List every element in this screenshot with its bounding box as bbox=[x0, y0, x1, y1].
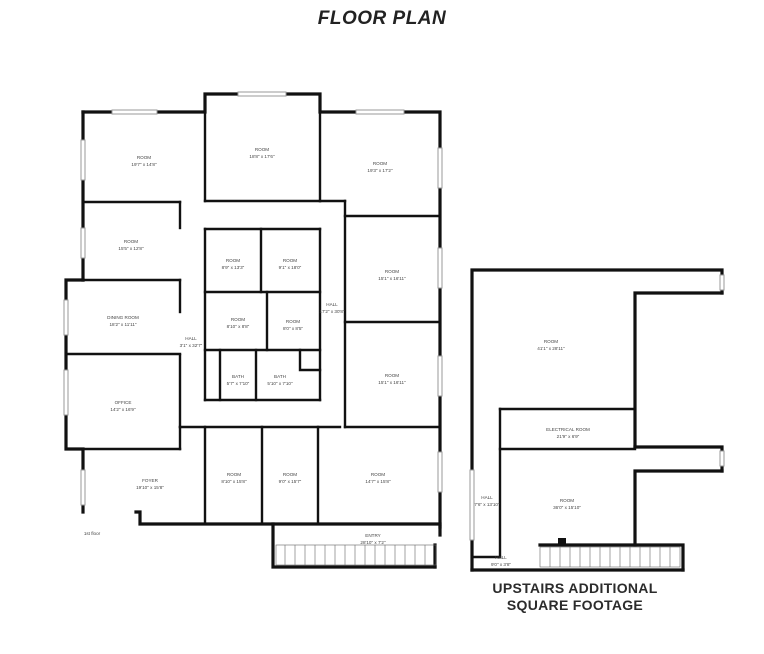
svg-text:ROOM: ROOM bbox=[385, 373, 399, 378]
svg-text:8'10" x 15'8": 8'10" x 15'8" bbox=[221, 479, 247, 484]
svg-text:15'1" x 16'11": 15'1" x 16'11" bbox=[378, 276, 406, 281]
svg-text:ROOM: ROOM bbox=[283, 472, 297, 477]
svg-text:ROOM: ROOM bbox=[226, 258, 240, 263]
room-label-up-room: ROOM 41'1" x 28'11" bbox=[537, 339, 565, 351]
room-label-dining-room: DINING ROOM 18'2" x 11'11" bbox=[107, 315, 139, 327]
windows bbox=[63, 91, 725, 541]
upstairs-caption-line-2: SQUARE FOOTAGE bbox=[506, 597, 644, 613]
room-label-room-e2: ROOM 15'1" x 16'11" bbox=[378, 373, 406, 385]
svg-text:21'9" x 6'9": 21'9" x 6'9" bbox=[557, 434, 580, 439]
svg-text:ELECTRICAL ROOM: ELECTRICAL ROOM bbox=[546, 427, 590, 432]
svg-text:HALL: HALL bbox=[495, 555, 507, 560]
room-label-hall-east: HALL 17'2" x 30'8" bbox=[319, 302, 345, 314]
svg-text:14'7" x 15'8": 14'7" x 15'8" bbox=[365, 479, 391, 484]
svg-text:19'3" x 17'2": 19'3" x 17'2" bbox=[367, 168, 393, 173]
room-label-room-c1: ROOM 8'9" x 13'3" bbox=[222, 258, 245, 270]
svg-text:15'1" x 16'11": 15'1" x 16'11" bbox=[378, 380, 406, 385]
floor-tag: 1st floor bbox=[84, 531, 101, 536]
svg-text:ENTRY: ENTRY bbox=[365, 533, 381, 538]
svg-text:41'1" x 28'11": 41'1" x 28'11" bbox=[537, 346, 565, 351]
svg-text:14'2" x 16'9": 14'2" x 16'9" bbox=[110, 407, 136, 412]
svg-text:8'10" x 8'8": 8'10" x 8'8" bbox=[227, 324, 250, 329]
room-label-room-c2: ROOM 9'1" x 18'0" bbox=[279, 258, 302, 270]
svg-text:17'2" x 30'8": 17'2" x 30'8" bbox=[319, 309, 345, 314]
room-label-room-c3: ROOM 8'10" x 8'8" bbox=[227, 317, 250, 329]
room-label-office: OFFICE 14'2" x 16'9" bbox=[110, 400, 136, 412]
svg-text:19'10" x 15'8": 19'10" x 15'8" bbox=[136, 485, 164, 490]
room-label-room-s1: ROOM 8'10" x 15'8" bbox=[221, 472, 247, 484]
room-label-up-room-2: ROOM 36'0" x 15'10" bbox=[553, 498, 581, 510]
room-label-room-w: ROOM 15'5" x 12'8" bbox=[118, 239, 144, 251]
room-label-room-c4: ROOM 8'0" x 8'5" bbox=[283, 319, 303, 331]
svg-text:HALL: HALL bbox=[481, 495, 493, 500]
svg-text:OFFICE: OFFICE bbox=[115, 400, 132, 405]
upstairs-caption: UPSTAIRS ADDITIONAL SQUARE FOOTAGE bbox=[470, 580, 680, 614]
svg-text:DINING ROOM: DINING ROOM bbox=[107, 315, 139, 320]
walls bbox=[64, 92, 724, 572]
svg-text:ROOM: ROOM bbox=[544, 339, 558, 344]
svg-text:15'5" x 12'8": 15'5" x 12'8" bbox=[118, 246, 144, 251]
room-label-electrical-room: ELECTRICAL ROOM 21'9" x 6'9" bbox=[546, 427, 590, 439]
svg-text:ROOM: ROOM bbox=[227, 472, 241, 477]
room-label-room-n: ROOM 18'8" x 17'6" bbox=[249, 147, 275, 159]
svg-text:9'0" x 3'8": 9'0" x 3'8" bbox=[491, 562, 511, 567]
svg-text:28'10" x 7'2": 28'10" x 7'2" bbox=[360, 540, 386, 545]
room-label-room-nw: ROOM 19'7" x 14'8" bbox=[131, 155, 157, 167]
svg-text:8'9" x 13'3": 8'9" x 13'3" bbox=[222, 265, 245, 270]
svg-text:FOYER: FOYER bbox=[142, 478, 159, 483]
svg-text:5'7" x 7'10": 5'7" x 7'10" bbox=[227, 381, 250, 386]
svg-text:ROOM: ROOM bbox=[137, 155, 151, 160]
svg-text:5'10" x 7'10": 5'10" x 7'10" bbox=[267, 381, 293, 386]
room-label-room-e1: ROOM 15'1" x 16'11" bbox=[378, 269, 406, 281]
room-label-entry: ENTRY 28'10" x 7'2" bbox=[360, 533, 386, 545]
room-label-bath-2: BATH 5'10" x 7'10" bbox=[267, 374, 293, 386]
room-label-foyer: FOYER 19'10" x 15'8" bbox=[136, 478, 164, 490]
page-title: FLOOR PLAN bbox=[317, 8, 447, 29]
svg-text:18'2" x 11'11": 18'2" x 11'11" bbox=[109, 322, 136, 327]
svg-text:BATH: BATH bbox=[274, 374, 286, 379]
chimney-marker bbox=[558, 538, 566, 546]
room-label-up-hall-1: HALL 7'6" x 13'10" bbox=[474, 495, 500, 507]
svg-text:ROOM: ROOM bbox=[124, 239, 138, 244]
stairs bbox=[275, 544, 681, 568]
svg-text:ROOM: ROOM bbox=[560, 498, 574, 503]
svg-text:ROOM: ROOM bbox=[255, 147, 269, 152]
svg-text:ROOM: ROOM bbox=[373, 161, 387, 166]
svg-text:18'8" x 17'6": 18'8" x 17'6" bbox=[249, 154, 275, 159]
room-label-hall-west: HALL 3'1" x 32'7" bbox=[180, 336, 203, 348]
upstairs-caption-line-1: UPSTAIRS ADDITIONAL bbox=[492, 580, 658, 596]
room-label-room-se: ROOM 14'7" x 15'8" bbox=[365, 472, 391, 484]
svg-text:9'0" x 15'7": 9'0" x 15'7" bbox=[279, 479, 302, 484]
svg-text:7'6" x 13'10": 7'6" x 13'10" bbox=[474, 502, 500, 507]
svg-text:9'1" x 18'0": 9'1" x 18'0" bbox=[279, 265, 302, 270]
svg-text:HALL: HALL bbox=[326, 302, 338, 307]
svg-text:ROOM: ROOM bbox=[286, 319, 300, 324]
svg-text:19'7" x 14'8": 19'7" x 14'8" bbox=[131, 162, 157, 167]
svg-text:3'1" x 32'7": 3'1" x 32'7" bbox=[180, 343, 203, 348]
svg-text:ROOM: ROOM bbox=[371, 472, 385, 477]
svg-text:ROOM: ROOM bbox=[231, 317, 245, 322]
svg-text:BATH: BATH bbox=[232, 374, 244, 379]
room-label-bath-1: BATH 5'7" x 7'10" bbox=[227, 374, 250, 386]
room-labels: ROOM 19'7" x 14'8" ROOM 18'8" x 17'6" RO… bbox=[84, 147, 590, 567]
svg-text:36'0" x 15'10": 36'0" x 15'10" bbox=[553, 505, 581, 510]
svg-text:ROOM: ROOM bbox=[283, 258, 297, 263]
svg-text:HALL: HALL bbox=[185, 336, 197, 341]
svg-text:ROOM: ROOM bbox=[385, 269, 399, 274]
svg-text:8'0" x 8'5": 8'0" x 8'5" bbox=[283, 326, 303, 331]
room-label-up-hall-2: HALL 9'0" x 3'8" bbox=[491, 555, 511, 567]
room-label-room-ne: ROOM 19'3" x 17'2" bbox=[367, 161, 393, 173]
room-label-room-s2: ROOM 9'0" x 15'7" bbox=[279, 472, 302, 484]
